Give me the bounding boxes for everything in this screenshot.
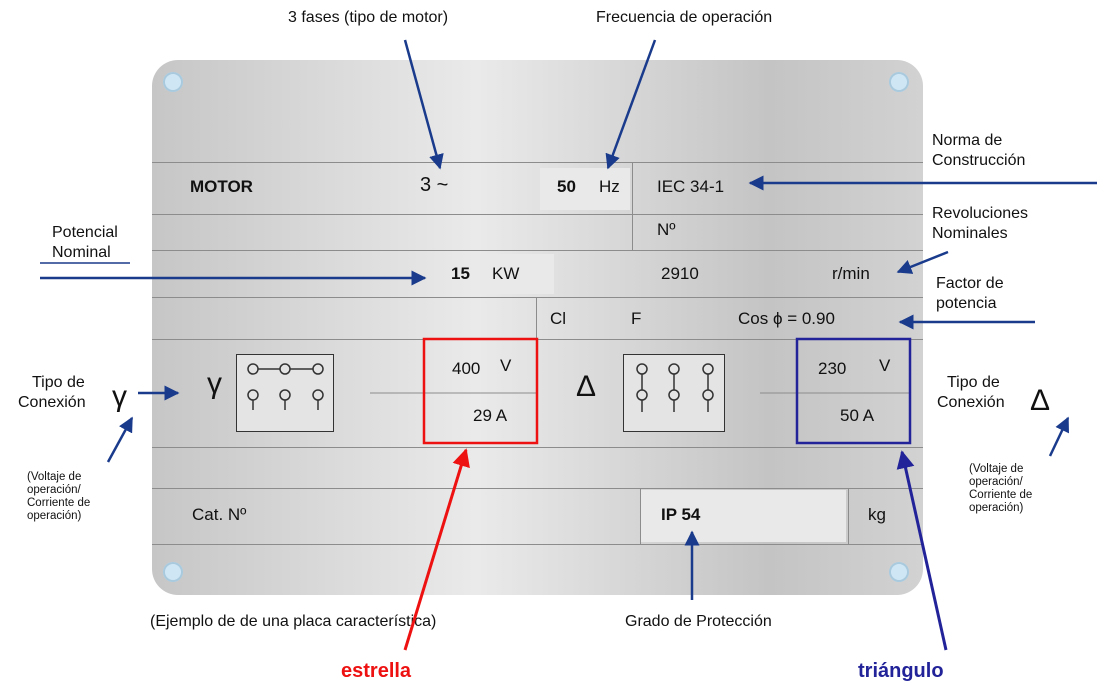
example-caption: (Ejemplo de de una placa característica) <box>150 613 437 630</box>
star-caption-arrow <box>403 448 470 651</box>
star-note-line3: Corriente de <box>27 497 91 509</box>
serial-number-label: Nº <box>657 220 676 239</box>
standard-annotation-line1: Norma de <box>932 132 1003 149</box>
delta-caption: triángulo <box>858 660 944 682</box>
plate-row-line <box>152 214 923 215</box>
frequency-arrow <box>605 39 657 170</box>
star-note-arrow <box>106 416 134 463</box>
delta-current-value: 50 A <box>840 406 875 425</box>
plate-row-line <box>152 162 923 163</box>
plate-row-line <box>152 488 923 489</box>
phases-arrow <box>403 39 444 170</box>
power-unit-cell <box>480 254 554 294</box>
mounting-hole-bottom-right <box>889 562 909 582</box>
rpm-value: 2910 <box>661 264 699 283</box>
plate-col-line <box>640 488 641 544</box>
plate-col-line <box>632 162 633 250</box>
delta-annotation-symbol: Δ <box>1030 384 1051 417</box>
star-caption: estrella <box>341 660 412 682</box>
frequency-unit: Hz <box>599 177 620 196</box>
motor-label: MOTOR <box>190 177 253 196</box>
insulation-class-label: Cl <box>550 309 567 328</box>
power-annotation-line1: Potencial <box>52 224 118 241</box>
plate-col-line <box>848 488 849 544</box>
plate-row-line <box>152 250 923 251</box>
power-factor-value: Cos ϕ = 0.90 <box>738 309 835 328</box>
star-terminals <box>247 363 324 410</box>
delta-symbol: Δ <box>576 370 597 403</box>
delta-voltage-unit: V <box>879 356 891 375</box>
weight-label: kg <box>868 505 886 524</box>
phases-value: 3 ~ <box>420 174 449 196</box>
star-note-line4: operación) <box>27 510 82 522</box>
delta-values-highlight <box>795 337 912 445</box>
protection-value: IP 54 <box>661 505 701 524</box>
star-current-value: 29 A <box>473 406 508 425</box>
delta-voltage-value: 230 <box>818 359 847 378</box>
star-voltage-value: 400 <box>452 359 481 378</box>
freq-cell <box>540 168 630 210</box>
rpm-arrow <box>896 250 949 274</box>
delta-note-line3: Corriente de <box>969 489 1033 501</box>
plate-row-line <box>152 544 923 545</box>
power-annotation-line2: Nominal <box>52 244 111 261</box>
standard-annotation-line2: Construcción <box>932 152 1026 169</box>
frequency-annotation: Frecuencia de operación <box>596 9 773 26</box>
delta-terminals <box>636 363 714 412</box>
power-unit: KW <box>492 264 520 283</box>
plate-row-line <box>152 447 923 448</box>
power-factor-annotation-line2: potencia <box>936 295 997 312</box>
star-connection-annotation-line1: Tipo de <box>32 374 85 391</box>
star-note-line1: (Voltaje de <box>27 471 82 483</box>
plate-row-line <box>152 297 923 298</box>
delta-note-line1: (Voltaje de <box>969 463 1024 475</box>
standard-value: IEC 34-1 <box>657 177 725 196</box>
rpm-annotation-line1: Revoluciones <box>932 205 1029 222</box>
power-factor-annotation-line1: Factor de <box>936 275 1004 292</box>
power-value: 15 <box>451 264 470 283</box>
plate-col-line <box>536 297 537 339</box>
star-connection-annotation-line2: Conexión <box>18 394 86 411</box>
ip-cell <box>640 490 846 542</box>
delta-note-line4: operación) <box>969 502 1024 514</box>
mounting-hole-top-left <box>163 72 183 92</box>
catalog-number-label: Cat. Nº <box>192 505 247 524</box>
star-symbol: γ <box>207 367 222 400</box>
star-voltage-unit: V <box>500 356 512 375</box>
rpm-annotation-line2: Nominales <box>932 225 1008 242</box>
mounting-hole-bottom-left <box>163 562 183 582</box>
frequency-value: 50 <box>557 177 576 196</box>
star-values-highlight <box>422 337 539 445</box>
phases-annotation: 3 fases (tipo de motor) <box>288 9 449 26</box>
protection-annotation: Grado de Protección <box>625 613 772 630</box>
star-note-line2: operación/ <box>27 484 81 496</box>
rpm-unit: r/min <box>832 264 870 283</box>
delta-note-arrow <box>1048 416 1070 457</box>
star-annotation-symbol: γ <box>112 380 127 413</box>
delta-note-line2: operación/ <box>969 476 1023 488</box>
insulation-class-value: F <box>631 309 642 328</box>
mounting-hole-top-right <box>889 72 909 92</box>
delta-caption-arrow <box>896 450 948 651</box>
delta-connection-annotation-line1: Tipo de <box>947 374 1000 391</box>
delta-connection-annotation-line2: Conexión <box>937 394 1005 411</box>
